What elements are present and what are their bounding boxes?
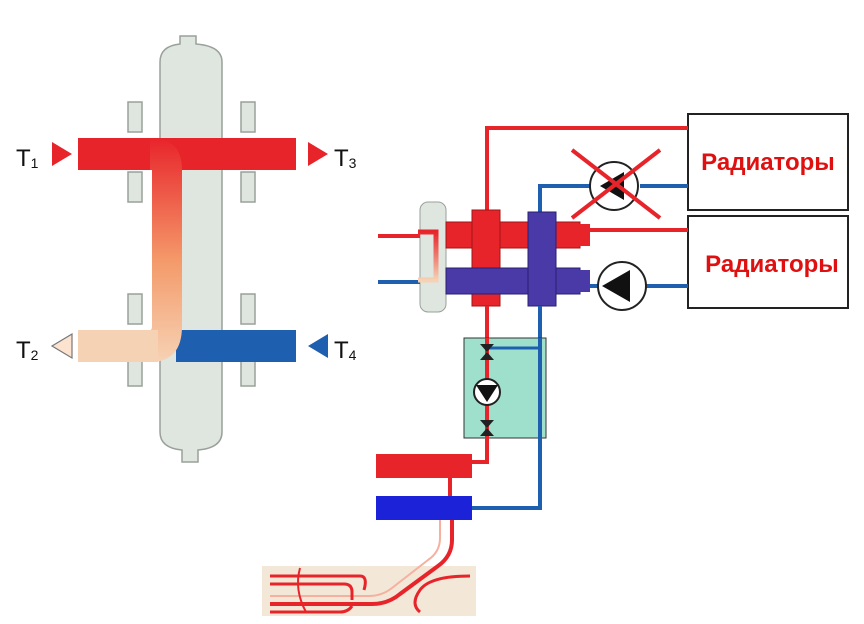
small-separator (378, 201, 447, 313)
hydraulic-separator (78, 35, 296, 463)
valve-icon-lower (480, 420, 494, 436)
cold-manifold (445, 211, 590, 307)
valve-icon (480, 344, 494, 360)
underfloor-heating (262, 520, 476, 616)
radiator-box-bottom: Радиаторы (687, 215, 849, 309)
t4-arrow (308, 334, 328, 358)
radiator-label-bottom: Радиаторы (705, 251, 839, 278)
label-t2: T2 (16, 337, 39, 364)
radiator-box-top: Радиаторы (687, 113, 849, 211)
mixing-pump-icon (473, 378, 501, 406)
floor-collector (376, 438, 542, 520)
radiator-lines (485, 126, 688, 288)
radiator-label-top: Радиаторы (701, 149, 835, 176)
label-t3: T3 (334, 145, 357, 172)
t2-arrow (50, 332, 73, 360)
pump-icon (597, 261, 647, 311)
t1-arrow (52, 142, 72, 166)
pump-crossed-icon (570, 148, 662, 220)
t3-arrow (308, 142, 328, 166)
label-t4: T4 (334, 337, 357, 364)
label-t1: T1 (16, 145, 39, 172)
mixing-module (463, 306, 547, 439)
